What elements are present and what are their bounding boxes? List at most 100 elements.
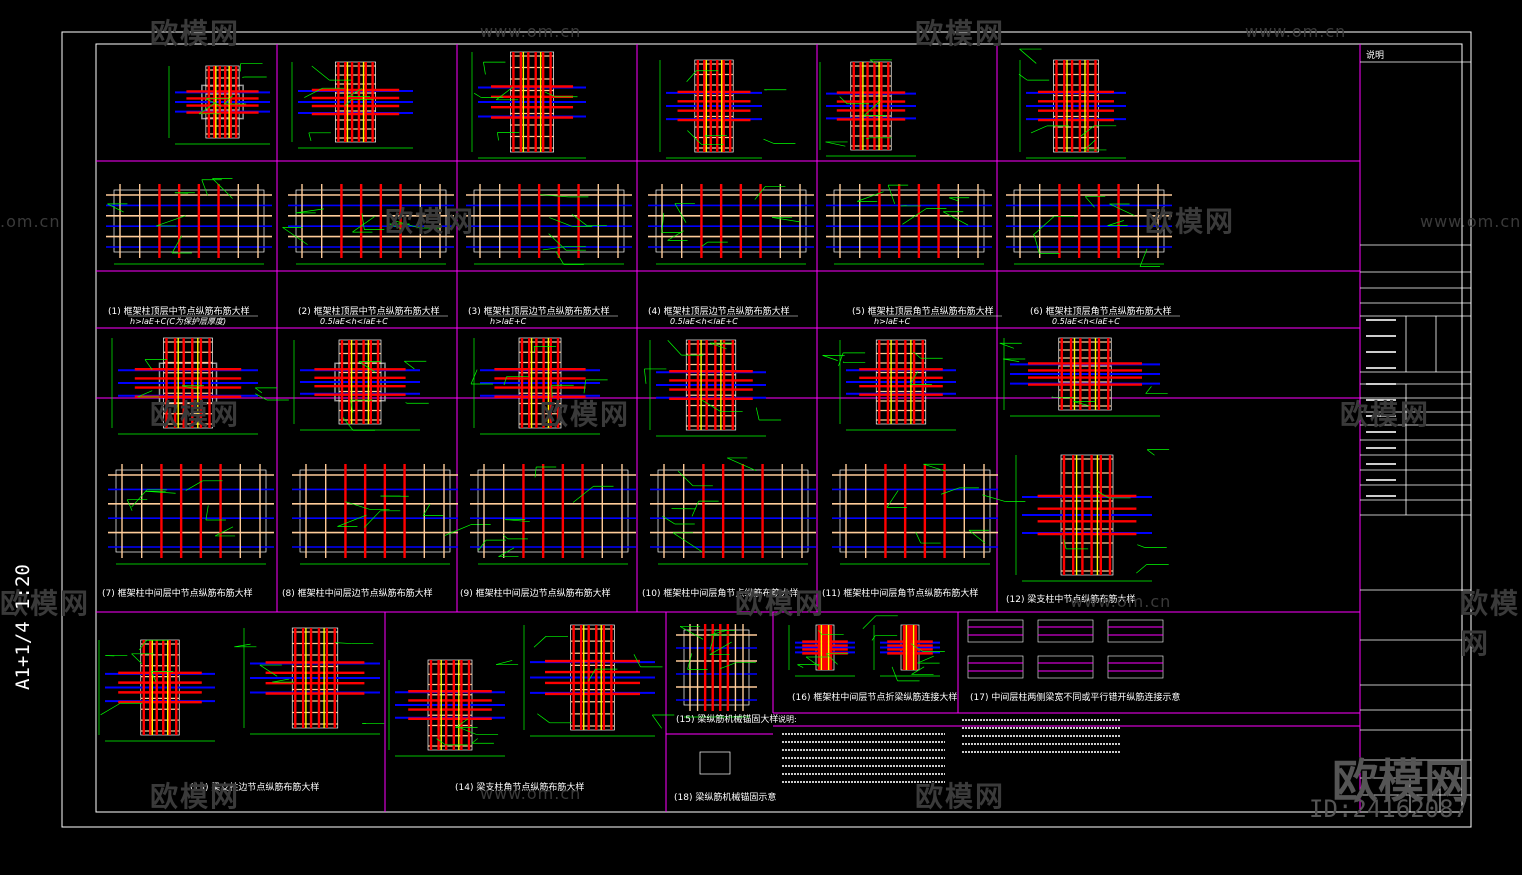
rebar-node-detail: [169, 64, 270, 144]
rebar-node-detail: [1019, 49, 1126, 158]
detail-caption: (18) 梁纵筋机械锚固示意: [674, 791, 776, 803]
rebar-elevation-detail: [466, 184, 632, 265]
leader-line: [497, 132, 498, 140]
leader-line: [982, 495, 1005, 502]
leader-line: [202, 180, 208, 196]
detail-caption: (15) 梁纵筋机械锚固大样: [676, 713, 778, 725]
splice-diagram: [1038, 620, 1093, 642]
leader-line: [668, 340, 682, 355]
leader-line: [826, 142, 846, 146]
leader-line: [156, 216, 185, 226]
detail-caption: (12) 梁支柱中节点纵筋布筋大样: [1006, 593, 1135, 605]
rebar-node-detail: [789, 616, 898, 676]
leader-line: [496, 660, 512, 664]
leader-line: [918, 656, 934, 663]
leader-line: [1020, 49, 1037, 63]
section-outline: [296, 190, 446, 252]
leader-line: [127, 500, 132, 511]
leader-line: [364, 511, 380, 528]
detail-caption: (7) 框架柱中间层中节点纵筋布筋大样: [102, 587, 253, 599]
leader-line: [337, 515, 366, 526]
notes-heading: 说明:: [778, 714, 797, 724]
leader-line: [535, 467, 536, 477]
splice-diagram: [1038, 656, 1093, 678]
rebar-node-detail: [471, 338, 608, 434]
detail-caption-subtitle: 0.5laE<h<laE+C: [1052, 317, 1120, 326]
rebar-node-detail: [472, 52, 586, 158]
detail-caption: (9) 框架柱中间层边节点纵筋布筋大样: [460, 587, 611, 599]
section-outline: [834, 190, 984, 252]
inner-frame: [96, 44, 1462, 812]
leader-line: [1003, 359, 1019, 362]
rebar-node-detail: [524, 625, 674, 736]
leader-line: [549, 218, 572, 227]
leader-line: [1073, 401, 1089, 405]
leader-line: [887, 490, 898, 507]
detail-caption: (5) 框架柱顶层角节点纵筋布筋大样: [852, 305, 994, 317]
leader-line: [673, 533, 702, 552]
splice-diagram: [1108, 620, 1163, 642]
leader-line: [892, 667, 897, 681]
leader-line: [1146, 386, 1152, 393]
leader-line: [839, 353, 844, 366]
detail-caption: (13) 梁支柱边节点纵筋布筋大样: [190, 781, 319, 793]
detail-caption: (8) 框架柱中间层边节点纵筋布筋大样: [282, 587, 433, 599]
section-outline: [116, 470, 266, 552]
outer-frame: [62, 32, 1471, 827]
leader-line: [255, 388, 262, 393]
leader-line: [1108, 221, 1124, 226]
splice-diagram: [1108, 656, 1163, 678]
section-outline: [300, 470, 450, 552]
splice-outline: [1108, 656, 1163, 678]
leader-line: [916, 532, 921, 543]
leader-line: [1031, 126, 1047, 133]
leader-line: [483, 62, 485, 74]
leader-line: [255, 394, 267, 400]
rebar-node-detail: [872, 625, 945, 681]
leader-line: [312, 66, 330, 80]
rebar-node-detail: [1016, 450, 1169, 581]
rebar-elevation-detail: [470, 464, 636, 564]
detail-caption: (4) 框架柱顶层边节点纵筋布筋大样: [648, 305, 790, 317]
splice-outline: [1038, 656, 1093, 678]
leader-line: [537, 714, 549, 723]
leader-line: [309, 133, 311, 141]
detail-caption-subtitle: h>laE+C: [490, 317, 527, 326]
leader-line: [652, 715, 661, 728]
rebar-elevation-detail: [292, 464, 491, 564]
leader-line: [678, 471, 693, 486]
detail-caption-subtitle: h>laE+C: [874, 317, 911, 326]
detail-caption: (14) 梁支柱角节点纵筋布筋大样: [455, 781, 584, 793]
splice-outline: [968, 656, 1023, 678]
leader-line: [474, 93, 481, 97]
leader-line: [445, 525, 471, 536]
detail-caption-subtitle: 0.5laE<h<laE+C: [670, 317, 738, 326]
leader-line: [675, 204, 686, 223]
leader-line: [1137, 545, 1144, 548]
leader-line: [872, 636, 875, 641]
drawing-scale-label: A1+1/4 1:20: [12, 564, 34, 690]
detail-caption: (6) 框架柱顶层角节点纵筋布筋大样: [1030, 305, 1172, 317]
leader-line: [1147, 450, 1154, 456]
leader-line: [1034, 235, 1039, 254]
rebar-node-detail: [112, 338, 289, 434]
leader-line: [943, 212, 968, 225]
rebar-node-detail: [1000, 338, 1168, 416]
section-outline: [474, 190, 624, 252]
leader-line: [702, 242, 708, 246]
splice-outline: [1038, 620, 1093, 642]
leader-line: [806, 657, 819, 666]
section-outline: [684, 630, 749, 705]
detail-caption-subtitle: 0.5laE<h<laE+C: [320, 317, 388, 326]
leader-line: [823, 355, 838, 360]
rebar-elevation-detail: [676, 624, 757, 717]
leader-line: [764, 139, 774, 143]
rebar-node-detail: [820, 60, 916, 156]
leader-line: [680, 626, 703, 639]
leader-line: [260, 665, 277, 676]
rebar-elevation-detail: [832, 464, 1025, 564]
detail-caption: (16) 框架柱中间层节点折梁纵筋连接大样: [792, 691, 957, 703]
splice-outline: [968, 620, 1023, 642]
